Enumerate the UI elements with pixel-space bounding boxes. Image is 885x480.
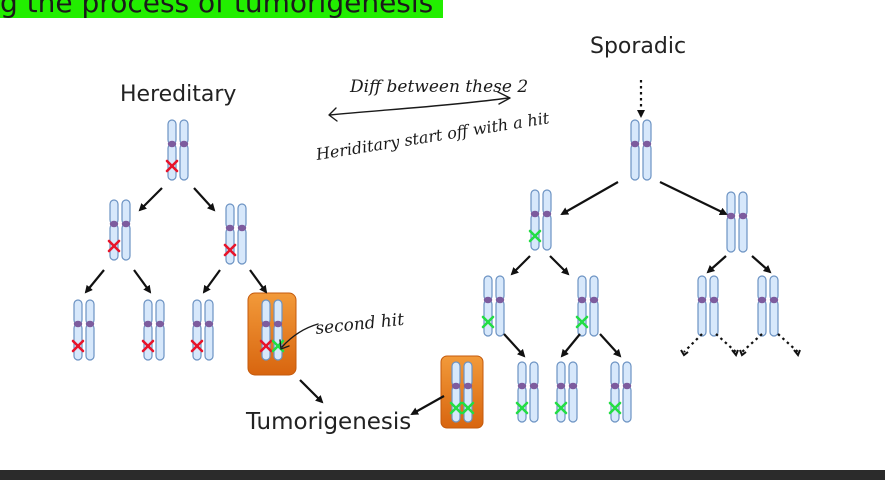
green-x-mark-icon: [554, 401, 568, 415]
red-x-mark-icon: [141, 339, 155, 353]
tumorigenesis-label: Tumorigenesis: [246, 409, 412, 435]
green-x-mark-icon: [515, 401, 529, 415]
green-x-mark-icon: [608, 401, 622, 415]
red-x-mark-icon: [223, 243, 237, 257]
tumor-cell-highlight-sporadic: [440, 355, 484, 429]
diagram-svg: Diff between these 2 Heriditary start of…: [71, 77, 801, 429]
chromosome-pair-icon: [190, 299, 214, 361]
hereditary-label: Hereditary: [120, 82, 237, 107]
red-x-mark-icon: [71, 339, 85, 353]
bottom-toolbar: [0, 470, 885, 480]
chromosome-pair-icon: [608, 361, 632, 423]
chromosome-pair-icon: [71, 299, 95, 361]
chromosome-pair-icon: [697, 275, 719, 337]
chromosome-pair-icon: [449, 361, 475, 423]
slide-title: g the process of tumorigenesis: [0, 0, 444, 18]
chromosome-pair-icon: [107, 199, 131, 261]
chromosome-pair-icon: [757, 275, 779, 337]
chromosome-pair-icon: [141, 299, 165, 361]
handwritten-annotations: [279, 91, 511, 350]
chromosome-pair-icon: [528, 189, 552, 251]
chromosome-pair-icon: [726, 191, 748, 253]
red-x-mark-icon: [165, 159, 179, 173]
red-x-mark-icon: [190, 339, 204, 353]
chromosome-pair-icon: [515, 361, 539, 423]
chromosome-pair-icon: [575, 275, 599, 337]
note-diff-between: Diff between these 2: [349, 77, 528, 97]
note-hereditary-start: Heriditary start off with a hit: [314, 108, 551, 164]
sporadic-label: Sporadic: [590, 34, 687, 59]
green-x-mark-icon: [481, 315, 495, 329]
note-second-hit: second hit: [314, 310, 405, 339]
red-x-mark-icon: [107, 239, 121, 253]
tumor-cell-highlight-hereditary: [247, 292, 297, 376]
green-x-mark-icon: [528, 229, 542, 243]
sporadic-lineage-arrows: [410, 80, 801, 415]
chromosome-pair-icon: [554, 361, 578, 423]
chromosome-pair-icon: [165, 119, 189, 181]
chromosome-pair-icon: [481, 275, 505, 337]
green-x-mark-icon: [461, 401, 475, 415]
green-x-mark-icon: [449, 401, 463, 415]
chromosome-pair-icon: [630, 119, 652, 181]
slide-canvas: g the process of tumorigenesis Hereditar…: [0, 0, 801, 435]
red-x-mark-icon: [259, 339, 273, 353]
chromosome-pair-icon: [223, 203, 247, 265]
hereditary-lineage-arrows: [84, 187, 324, 404]
chromosome-pair-icon: [259, 299, 285, 361]
green-x-mark-icon: [575, 315, 589, 329]
